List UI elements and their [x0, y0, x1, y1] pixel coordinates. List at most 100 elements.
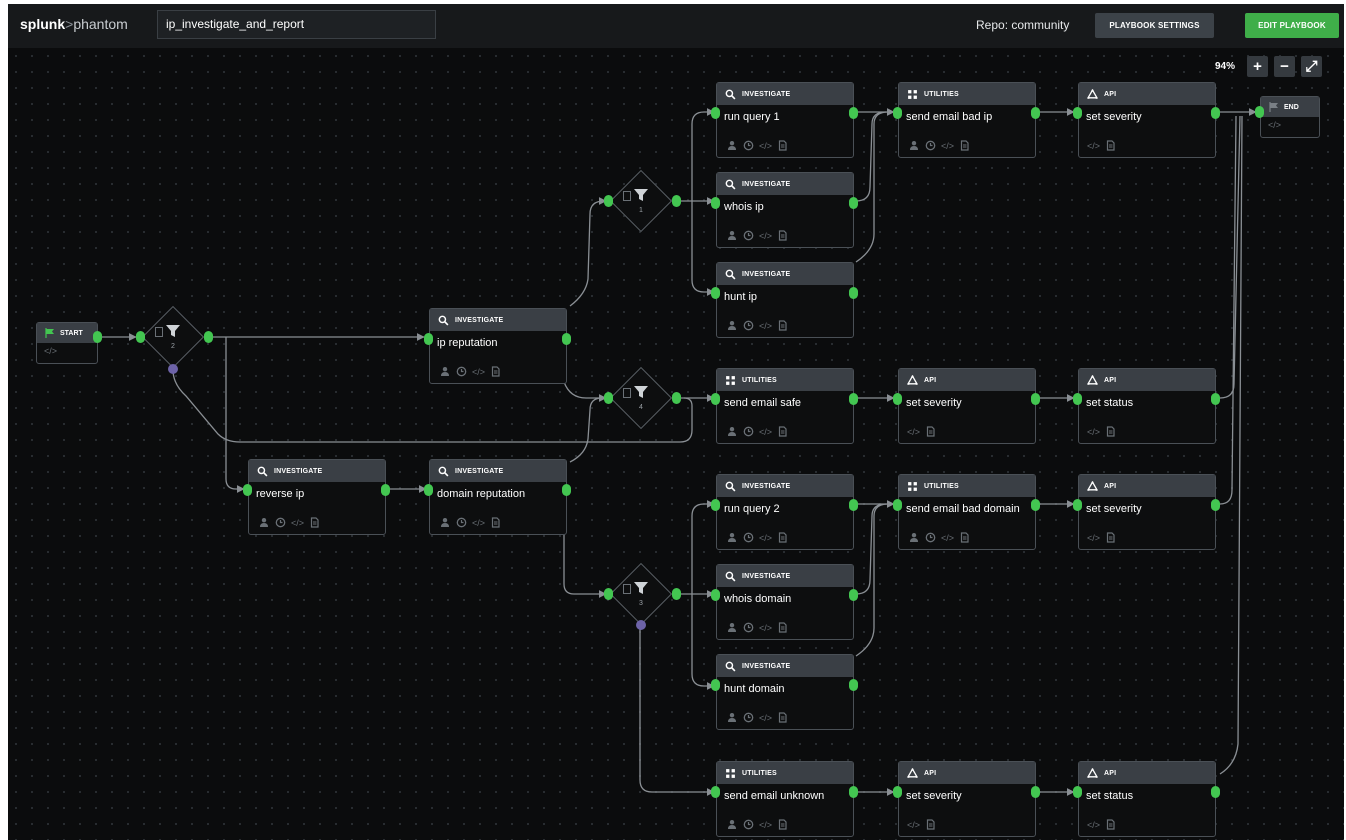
decision-2[interactable]: 2: [141, 305, 205, 369]
document-icon[interactable]: [1105, 819, 1116, 830]
block-input-port[interactable]: [711, 287, 720, 299]
code-icon[interactable]: </>: [759, 320, 773, 331]
decision-2-output-port[interactable]: [204, 331, 213, 343]
clock-icon[interactable]: [743, 622, 754, 633]
decision-1[interactable]: 1: [609, 169, 673, 233]
user-icon[interactable]: [908, 140, 919, 151]
playbook-settings-button[interactable]: PLAYBOOK SETTINGS: [1095, 13, 1214, 38]
user-icon[interactable]: [726, 140, 737, 151]
document-icon[interactable]: [1105, 532, 1116, 543]
code-icon[interactable]: </>: [759, 426, 773, 437]
decision-1-output-port[interactable]: [672, 195, 681, 207]
code-icon[interactable]: </>: [759, 712, 773, 723]
user-icon[interactable]: [726, 712, 737, 723]
document-icon[interactable]: [309, 517, 320, 528]
block-input-port[interactable]: [893, 393, 902, 405]
decision-4-input-port[interactable]: [604, 392, 613, 404]
clock-icon[interactable]: [925, 532, 936, 543]
code-icon[interactable]: </>: [759, 140, 773, 151]
block-output-port[interactable]: [1211, 107, 1220, 119]
decision-3[interactable]: 3: [609, 562, 673, 626]
code-icon[interactable]: </>: [44, 346, 58, 356]
block-output-port[interactable]: [1031, 786, 1040, 798]
block-input-port[interactable]: [893, 786, 902, 798]
block-input-port[interactable]: [1073, 499, 1082, 511]
block-output-port[interactable]: [562, 484, 571, 496]
clock-icon[interactable]: [743, 230, 754, 241]
decision-4-output-port[interactable]: [672, 392, 681, 404]
block-output-port[interactable]: [1211, 786, 1220, 798]
user-icon[interactable]: [726, 532, 737, 543]
block-input-port[interactable]: [711, 499, 720, 511]
edit-playbook-button[interactable]: EDIT PLAYBOOK: [1245, 13, 1339, 38]
block-output-port[interactable]: [849, 107, 858, 119]
user-icon[interactable]: [726, 230, 737, 241]
document-icon[interactable]: [777, 532, 788, 543]
document-icon[interactable]: [959, 532, 970, 543]
clock-icon[interactable]: [743, 532, 754, 543]
block-input-port[interactable]: [424, 333, 433, 345]
document-icon[interactable]: [777, 622, 788, 633]
document-icon[interactable]: [777, 140, 788, 151]
clock-icon[interactable]: [743, 140, 754, 151]
code-icon[interactable]: </>: [759, 622, 773, 633]
playbook-canvas[interactable]: [8, 48, 1344, 840]
block-input-port[interactable]: [424, 484, 433, 496]
user-icon[interactable]: [439, 517, 450, 528]
decision-3-output-port[interactable]: [672, 588, 681, 600]
block-input-port[interactable]: [1073, 107, 1082, 119]
user-icon[interactable]: [726, 320, 737, 331]
code-icon[interactable]: </>: [291, 517, 305, 528]
code-icon[interactable]: </>: [1087, 140, 1101, 151]
block-output-port[interactable]: [849, 679, 858, 691]
document-icon[interactable]: [777, 230, 788, 241]
start-output-port[interactable]: [93, 331, 102, 343]
code-icon[interactable]: </>: [759, 532, 773, 543]
decision-2-else-port[interactable]: [168, 364, 178, 374]
block-input-port[interactable]: [243, 484, 252, 496]
zoom-out-button[interactable]: −: [1274, 56, 1295, 77]
block-output-port[interactable]: [849, 499, 858, 511]
start-block[interactable]: START </>: [36, 322, 98, 364]
code-icon[interactable]: </>: [907, 819, 921, 830]
code-icon[interactable]: </>: [1268, 120, 1282, 130]
document-icon[interactable]: [959, 140, 970, 151]
block-output-port[interactable]: [1031, 393, 1040, 405]
block-output-port[interactable]: [849, 393, 858, 405]
block-input-port[interactable]: [711, 107, 720, 119]
block-output-port[interactable]: [1211, 499, 1220, 511]
document-icon[interactable]: [925, 819, 936, 830]
user-icon[interactable]: [439, 366, 450, 377]
user-icon[interactable]: [726, 622, 737, 633]
block-output-port[interactable]: [849, 197, 858, 209]
block-output-port[interactable]: [1031, 499, 1040, 511]
block-input-port[interactable]: [893, 107, 902, 119]
block-output-port[interactable]: [849, 287, 858, 299]
code-icon[interactable]: </>: [941, 140, 955, 151]
block-output-port[interactable]: [381, 484, 390, 496]
document-icon[interactable]: [1105, 140, 1116, 151]
code-icon[interactable]: </>: [759, 230, 773, 241]
block-input-port[interactable]: [711, 679, 720, 691]
block-output-port[interactable]: [849, 786, 858, 798]
user-icon[interactable]: [258, 517, 269, 528]
document-icon[interactable]: [777, 426, 788, 437]
clock-icon[interactable]: [743, 819, 754, 830]
decision-3-else-port[interactable]: [636, 620, 646, 630]
document-icon[interactable]: [777, 320, 788, 331]
block-input-port[interactable]: [711, 589, 720, 601]
